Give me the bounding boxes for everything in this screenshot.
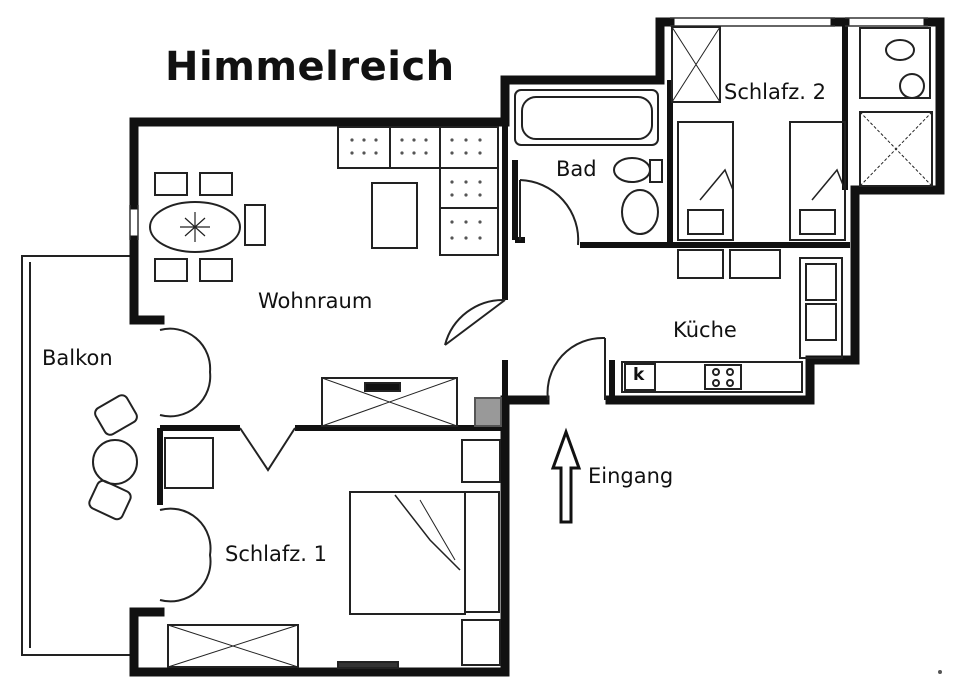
sofa	[337, 126, 499, 256]
stove	[704, 364, 742, 390]
room-label-bad: Bad	[556, 157, 597, 181]
kitchen-fixtures	[621, 257, 843, 393]
coffee-table	[371, 182, 418, 249]
bathroom-fixtures	[514, 89, 663, 235]
door-balkon-1	[159, 327, 212, 418]
entrance-arrow-icon	[550, 427, 582, 524]
room-label-schlafz1: Schlafz. 1	[225, 542, 328, 566]
bathtub	[514, 89, 659, 146]
fridge-label: k	[633, 365, 645, 385]
wardrobe	[671, 26, 721, 103]
bed-right	[789, 121, 846, 241]
shower	[859, 111, 933, 187]
door-balkon-2	[159, 507, 212, 603]
sink	[621, 189, 659, 235]
kitchen-unit	[621, 361, 803, 393]
balcony-outline	[21, 255, 135, 656]
room-label-wohnraum: Wohnraum	[258, 289, 373, 313]
balcony-furniture	[88, 394, 138, 521]
room-label-schlafz2: Schlafz. 2	[724, 80, 827, 104]
plan-title: Himmelreich	[165, 44, 455, 90]
sideboard	[321, 377, 502, 427]
room-label-kueche: Küche	[673, 318, 737, 342]
room-label-eingang: Eingang	[588, 464, 674, 488]
kitchen-counter	[799, 257, 843, 359]
door-bad	[519, 179, 580, 246]
toilet	[613, 157, 651, 183]
dining-table	[149, 172, 266, 282]
door-schlafz1	[239, 427, 296, 472]
doors	[159, 179, 606, 603]
bedroom1-wardrobe	[167, 624, 299, 668]
interior-walls	[157, 22, 850, 505]
bath2-toilet-area	[859, 27, 931, 99]
door-wohnraum	[444, 298, 506, 346]
bed-left	[677, 121, 734, 241]
exterior-walls	[129, 17, 945, 677]
room-label-balkon: Balkon	[42, 346, 113, 370]
door-entrance	[546, 336, 606, 401]
armchair	[164, 437, 214, 489]
bedroom1-furniture	[164, 437, 501, 669]
fridge	[624, 363, 656, 391]
bedroom2-furniture	[671, 26, 933, 279]
